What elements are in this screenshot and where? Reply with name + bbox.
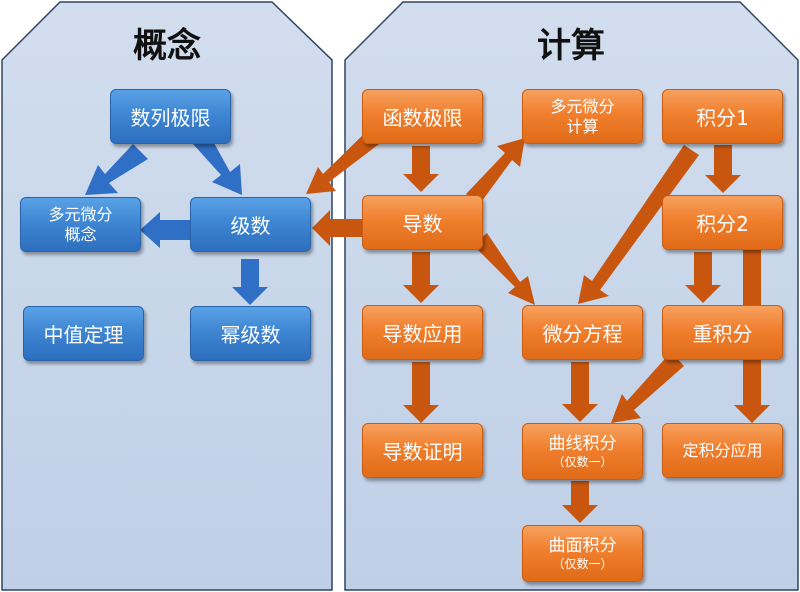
arrow-jifen2-to-chong-jifen [685,252,721,303]
arrow-jishu-to-duoyuan-gainian [140,212,190,248]
node-label: 函数极限 [382,106,463,130]
node-daoshu-yingyong: 导数应用 [362,305,483,360]
node-hanshu-jixian: 函数极限 [362,89,483,144]
node-label: 导数证明 [382,440,463,464]
arrow-jishu-to-mijishu [232,259,268,305]
node-label-line2: 计算 [566,116,599,136]
node-label: 级数 [230,214,271,238]
node-label-line1: 多元微分 [550,96,615,116]
arrow-daoshu-to-duoyuan-jisuan [466,138,525,205]
node-mi-jishu: 幂级数 [190,306,311,361]
arrow-daoshu-yingyong-to-zhengming [403,362,439,423]
arrow-jifen1-to-jifen2 [705,145,741,193]
arrow-daoshu-to-weifen-fangcheng [473,233,535,305]
arrow-hanshu-to-daoshu [403,146,439,192]
arrow-shulie-to-duoyuan-gainian [85,144,148,195]
node-sublabel: （仅数一） [552,556,613,571]
node-label: 积分2 [696,212,749,236]
node-label: 幂级数 [220,323,281,347]
node-label: 重积分 [692,322,753,346]
node-label: 中值定理 [43,323,124,347]
node-qumian-jifen: 曲面积分 （仅数一） [522,525,643,582]
arrow-chong-jifen-to-quxian [611,352,684,423]
node-label: 导数 [402,212,443,236]
node-daoshu-zhengming: 导数证明 [362,423,483,478]
node-label: 数列极限 [130,106,211,130]
node-label-line2: 概念 [64,224,97,244]
arrow-jifen1-to-weifen-fangcheng [578,145,699,304]
concept-panel [1,1,333,591]
arrow-weifen-fangcheng-to-quxian [562,362,598,422]
node-label: 微分方程 [542,322,623,346]
node-zhongzhi-dingli: 中值定理 [23,306,144,361]
arrow-shulie-to-jishu [193,132,242,195]
arrow-daoshu-to-daoshu-yingyong [403,252,439,303]
node-jifen2: 积分2 [662,195,783,250]
node-ding-jifen-yingyong: 定积分应用 [662,423,783,478]
arrow-daoshu-to-jishu [312,210,362,246]
node-label: 曲面积分 [548,535,617,556]
node-quxian-jifen: 曲线积分 （仅数一） [522,423,643,480]
node-weifen-fangcheng: 微分方程 [522,305,643,360]
node-duoyuan-weifen-gainian: 多元微分 概念 [20,197,141,252]
compute-panel-title: 计算 [537,26,605,66]
node-label: 曲线积分 [548,433,617,454]
node-label: 积分1 [696,106,749,130]
node-label: 定积分应用 [682,440,763,460]
node-duoyuan-weifen-jisuan: 多元微分 计算 [522,89,643,144]
node-shulie-jixian: 数列极限 [110,89,231,144]
arrow-hanshu-to-jishu [306,128,383,194]
node-jifen1: 积分1 [662,89,783,144]
node-chong-jifen: 重积分 [662,305,783,360]
node-daoshu: 导数 [362,195,483,250]
node-label: 导数应用 [382,322,463,346]
concept-panel-title: 概念 [133,26,201,66]
arrow-quxian-to-qumian [562,481,598,523]
node-label-line1: 多元微分 [48,204,113,224]
node-jishu: 级数 [190,197,311,252]
node-sublabel: （仅数一） [552,454,613,469]
